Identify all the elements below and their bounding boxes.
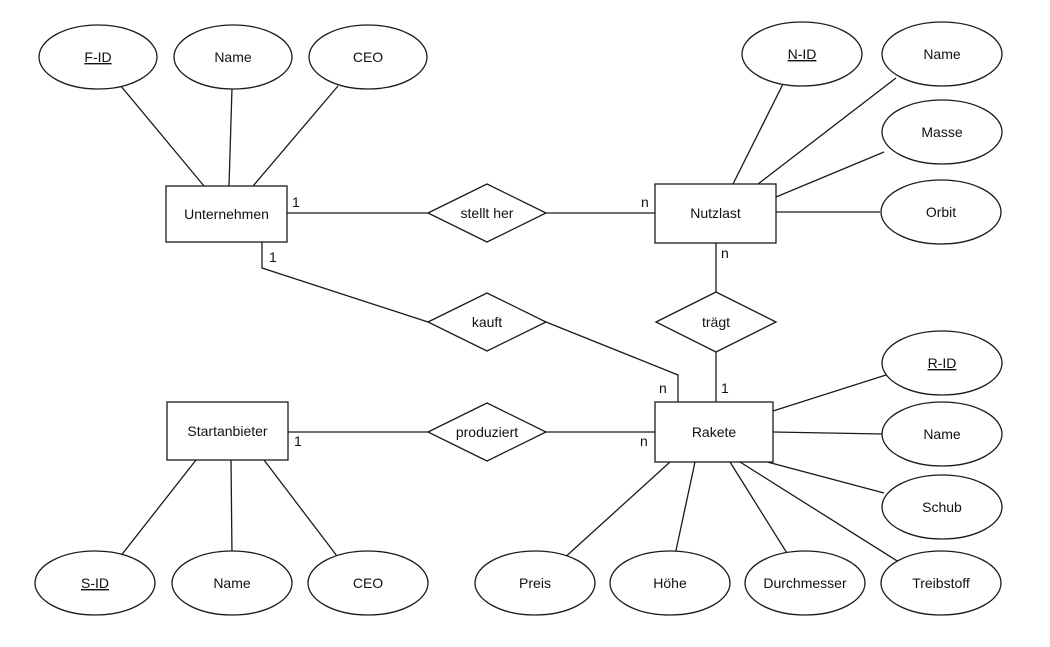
attribute-rakete-durchmesser	[744, 550, 866, 616]
cardinality-unternehmen-kauft: 1	[269, 249, 277, 265]
entity-nutzlast	[654, 183, 777, 244]
relationship-kauft-label: kauft	[472, 314, 502, 330]
entity-rakete-label: Rakete	[692, 424, 737, 440]
attribute-label: Name	[923, 426, 961, 442]
line-unternehmen-name	[228, 87, 233, 187]
entity-unternehmen	[165, 185, 288, 243]
line-rakete-durchmesser	[729, 461, 791, 559]
line-rakete-treibstoff	[739, 461, 903, 565]
attribute-label: Höhe	[653, 575, 687, 591]
relationship-kauft	[426, 292, 548, 352]
line-nutzlast-masse	[775, 151, 885, 198]
relationship-stellt-her	[426, 183, 548, 243]
line-unternehmen-kauft	[261, 242, 429, 323]
line-unternehmen-ceo	[252, 85, 339, 187]
attribute-label: Masse	[921, 124, 962, 140]
attribute-startanbieter-sid	[34, 550, 156, 616]
line-rakete-name	[772, 431, 883, 435]
attribute-key-label: S-ID	[81, 575, 109, 591]
attribute-rakete-hoehe	[609, 550, 731, 616]
entity-unternehmen-label: Unternehmen	[184, 206, 269, 222]
attribute-label: Preis	[519, 575, 551, 591]
line-startanbieter-name	[230, 459, 233, 557]
attribute-startanbieter-name	[171, 550, 293, 616]
cardinality-labels: 1 n 1 n n 1 1 n	[269, 194, 729, 449]
attribute-key-label: N-ID	[788, 46, 817, 62]
line-unternehmen-fid	[119, 84, 205, 187]
attribute-rakete-rid	[881, 330, 1003, 396]
relationship-kauft-group: kauft	[426, 292, 548, 352]
cardinality-startanbieter-produziert: 1	[294, 433, 302, 449]
line-startanbieter-ceo	[263, 459, 341, 561]
attribute-nutzlast-orbit	[880, 179, 1002, 245]
line-kauft-rakete	[545, 321, 679, 402]
attribute-label: Treibstoff	[912, 575, 970, 591]
entity-group-unternehmen: Unternehmen F-ID Name CEO	[38, 24, 428, 243]
relationship-stellt-her-group: stellt her	[426, 183, 548, 243]
cardinality-nutzlast-traegt: n	[721, 245, 729, 261]
connector-lines	[115, 77, 903, 565]
line-startanbieter-sid	[115, 459, 197, 563]
attribute-label: CEO	[353, 575, 383, 591]
attribute-label: Name	[214, 49, 252, 65]
attribute-nutzlast-nid	[741, 21, 863, 87]
line-rakete-rid	[772, 374, 887, 412]
relationship-traegt-group: trägt	[654, 291, 778, 353]
line-nutzlast-nid	[732, 81, 785, 185]
relationship-traegt-label: trägt	[702, 314, 730, 330]
attribute-unternehmen-fid	[38, 24, 158, 90]
relationship-stellt-her-label: stellt her	[461, 205, 514, 221]
entity-startanbieter-label: Startanbieter	[187, 423, 267, 439]
attribute-label: Durchmesser	[763, 575, 847, 591]
entity-rakete	[654, 401, 774, 463]
line-nutzlast-name	[757, 77, 897, 185]
line-rakete-preis	[561, 461, 671, 561]
attribute-key-label: R-ID	[928, 355, 957, 371]
entity-group-startanbieter: Startanbieter S-ID Name CEO	[34, 401, 429, 616]
attribute-label: CEO	[353, 49, 383, 65]
line-rakete-hoehe	[674, 461, 696, 556]
line-rakete-schub	[759, 459, 885, 494]
attribute-rakete-treibstoff	[880, 550, 1002, 616]
relationship-traegt	[654, 291, 778, 353]
entity-group-rakete: Rakete R-ID Name Schub Treibstoff Durchm…	[474, 330, 1003, 616]
attribute-label: Schub	[922, 499, 962, 515]
entity-nutzlast-label: Nutzlast	[690, 205, 741, 221]
cardinality-unternehmen-stellt-her: 1	[292, 194, 300, 210]
attribute-rakete-preis	[474, 550, 596, 616]
cardinality-rakete-kauft: n	[659, 380, 667, 396]
attribute-key-label: F-ID	[84, 49, 111, 65]
relationship-produziert	[426, 402, 548, 462]
entity-group-nutzlast: Nutzlast N-ID Name Masse Orbit	[654, 21, 1003, 245]
attribute-rakete-schub	[881, 474, 1003, 540]
attribute-label: Name	[213, 575, 251, 591]
attribute-nutzlast-name	[881, 21, 1003, 87]
relationship-produziert-group: produziert	[426, 402, 548, 462]
attribute-label: Name	[923, 46, 961, 62]
cardinality-rakete-produziert: n	[640, 433, 648, 449]
entity-startanbieter	[166, 401, 289, 461]
attribute-label: Orbit	[926, 204, 956, 220]
attribute-rakete-name	[881, 401, 1003, 467]
relationship-produziert-label: produziert	[456, 424, 518, 440]
cardinality-rakete-traegt: 1	[721, 380, 729, 396]
cardinality-nutzlast-stellt-her: n	[641, 194, 649, 210]
attribute-unternehmen-name	[173, 24, 293, 90]
attribute-startanbieter-ceo	[307, 550, 429, 616]
attribute-unternehmen-ceo	[308, 24, 428, 90]
attribute-nutzlast-masse	[881, 99, 1003, 165]
